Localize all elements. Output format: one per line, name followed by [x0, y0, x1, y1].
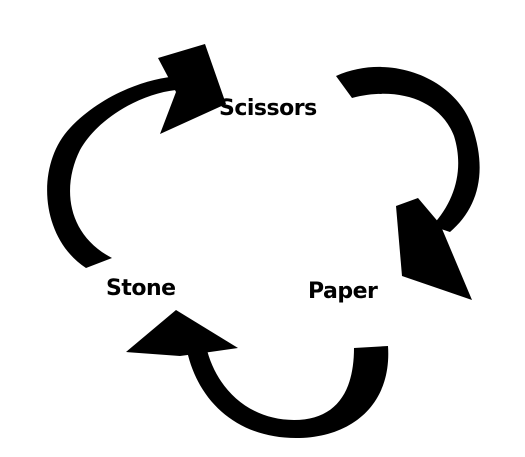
arrow-stone-to-scissors-head	[158, 44, 226, 134]
arrow-paper-to-stone-shaft	[186, 346, 389, 438]
arrow-scissors-to-paper-head	[396, 198, 472, 300]
node-label-paper: Paper	[308, 279, 378, 304]
arrow-paper-to-stone	[126, 310, 389, 438]
arrow-scissors-to-paper	[336, 66, 480, 300]
node-label-stone: Stone	[106, 276, 176, 301]
arrow-stone-to-scissors-shaft	[47, 76, 180, 268]
arrow-stone-to-scissors	[47, 44, 226, 268]
arrow-paper-to-stone-head	[126, 310, 238, 356]
arrow-scissors-to-paper-shaft	[336, 66, 480, 232]
node-label-scissors: Scissors	[219, 96, 317, 121]
